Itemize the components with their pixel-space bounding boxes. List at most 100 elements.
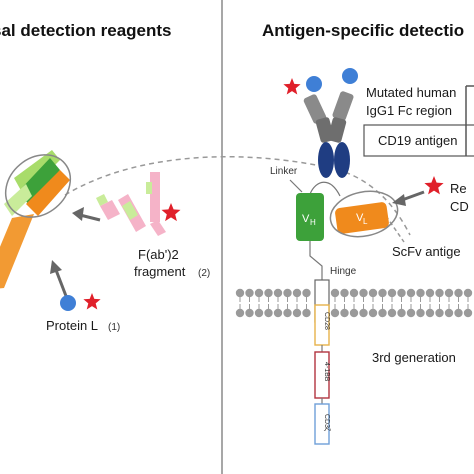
d41bb-label: 4-1BB [323, 362, 330, 382]
lipid-head [302, 308, 311, 318]
vl-domain-upper [26, 170, 70, 216]
fab2-ref: (2) [198, 268, 210, 279]
lipid-head [245, 308, 254, 318]
car-scfv-zoom-left [0, 150, 70, 289]
lipid-head [340, 288, 349, 298]
lipid-head [378, 288, 387, 298]
lipid-head [435, 308, 444, 318]
cell-membrane [235, 288, 473, 318]
fc-label-line2: IgG1 Fc region [366, 103, 452, 118]
protein-l-arrow [54, 269, 68, 297]
lipid-head [254, 288, 264, 298]
vh-label: V [302, 213, 310, 225]
zoom-ellipse-right [329, 190, 399, 238]
lipid-head [330, 288, 340, 298]
lipid-head [406, 308, 416, 318]
lipid-head [454, 308, 463, 318]
protein-l-arrowhead [50, 260, 62, 274]
vl-subscript: L [363, 217, 368, 226]
lipid-head [292, 288, 302, 298]
re-arrowhead [392, 194, 406, 206]
lipid-head [425, 308, 435, 318]
lipid-head [397, 308, 406, 318]
protein-l-label: Protein L [46, 318, 98, 333]
scfv-pointer-line [385, 215, 405, 243]
cd3z-label: CD3ζ [323, 414, 330, 431]
lipid-head [235, 288, 245, 298]
zoom-ellipse-left [4, 154, 72, 218]
cd19-label: CD19 antigen [378, 133, 458, 148]
lipid-head [254, 308, 264, 318]
linker-curve [309, 181, 341, 197]
fab2-star-icon [161, 203, 181, 222]
lipid-head [302, 288, 311, 298]
lipid-head [283, 308, 292, 318]
right-panel-header: Antigen-specific detectio [262, 21, 464, 40]
lipid-head [359, 308, 368, 318]
lipid-head [425, 288, 435, 298]
hinge-line [309, 241, 323, 280]
lipid-head [444, 288, 454, 298]
linker-line [289, 179, 303, 193]
fc-star-icon [283, 78, 301, 95]
fc-circle-right-icon [342, 68, 358, 84]
vh-subscript: H [310, 218, 316, 227]
vl-label: V [356, 212, 364, 224]
lipid-head [435, 288, 444, 298]
vh-domain [296, 193, 324, 241]
lipid-head [235, 308, 245, 318]
lipid-head [368, 308, 378, 318]
fc-label-line1: Mutated human [366, 85, 456, 100]
lipid-head [245, 288, 254, 298]
fab2-fragment-label: fragment [134, 264, 186, 279]
lipid-head [340, 308, 349, 318]
re-star-icon [424, 176, 444, 195]
protein-l-star-icon [83, 293, 101, 310]
lipid-head [387, 288, 397, 298]
lipid-head [406, 288, 416, 298]
re-label-line2: CD [450, 199, 469, 214]
fab2-fragment-icon [96, 172, 166, 236]
fab2-arrow [79, 213, 101, 222]
linker-label: Linker [270, 166, 298, 177]
fc-region [303, 91, 354, 178]
fab2-arrowhead [72, 207, 84, 221]
cd3z-domain [314, 403, 330, 445]
lipid-head [368, 288, 378, 298]
lipid-head [264, 308, 273, 318]
lipid-head [330, 308, 340, 318]
cd19-bracket-box [363, 124, 474, 157]
vl-domain [335, 202, 389, 234]
lipid-head [349, 308, 359, 318]
lipid-head [416, 288, 425, 298]
lipid-head [283, 288, 292, 298]
fab2-label: F(ab')2 [138, 247, 179, 262]
re-label-line1: Re [450, 181, 467, 196]
lipid-head [397, 288, 406, 298]
left-panel-header: sal detection reagents [0, 21, 172, 40]
vl-domain-lower [0, 214, 34, 289]
cd28-label: CD28 [323, 312, 330, 330]
lipid-head [387, 308, 397, 318]
lipid-head [273, 288, 283, 298]
vh-domain-pale [4, 184, 32, 216]
lipid-head [416, 308, 425, 318]
lipid-head [273, 308, 283, 318]
lipid-head [463, 308, 473, 318]
lipid-head [378, 308, 387, 318]
lipid-head [463, 288, 473, 298]
protein-l-ref: (1) [108, 322, 120, 333]
lipid-head [444, 308, 454, 318]
fc-circle-left-icon [306, 76, 322, 92]
protein-l-circle-icon [60, 295, 76, 311]
lipid-head [264, 288, 273, 298]
re-arrow [401, 190, 425, 202]
lipid-head [454, 288, 463, 298]
hinge-label: Hinge [330, 266, 357, 277]
lipid-head [349, 288, 359, 298]
generation-label: 3rd generation [372, 350, 456, 365]
lipid-head [359, 288, 368, 298]
scfv-label: ScFv antige [392, 244, 461, 259]
lipid-head [292, 308, 302, 318]
